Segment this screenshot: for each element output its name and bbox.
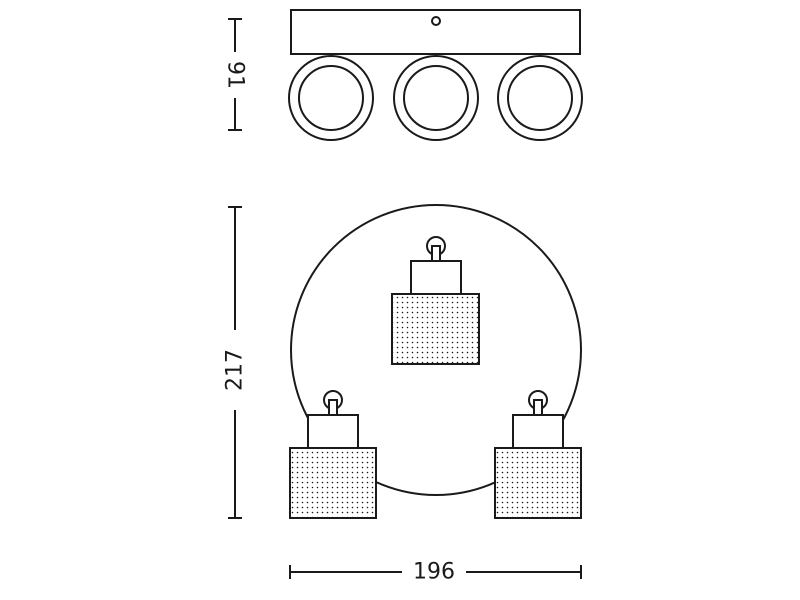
dimension-width-bottom: 196	[289, 560, 582, 585]
front-view	[289, 204, 582, 519]
spot-left	[289, 390, 377, 519]
dimension-label-width-bottom: 196	[413, 560, 455, 585]
dimension-height-top: 91	[223, 18, 248, 131]
mounting-screw	[431, 16, 441, 26]
spot-ring-middle	[393, 55, 479, 141]
dimension-height-bottom: 217	[223, 206, 248, 519]
spot-ring-right	[497, 55, 583, 141]
spot-top	[391, 236, 480, 365]
spot-right	[494, 390, 582, 519]
side-view	[288, 9, 583, 141]
dimension-label-height-top: 91	[223, 61, 248, 89]
dimension-label-height-bottom: 217	[223, 349, 248, 391]
spot-ring-left	[288, 55, 374, 141]
